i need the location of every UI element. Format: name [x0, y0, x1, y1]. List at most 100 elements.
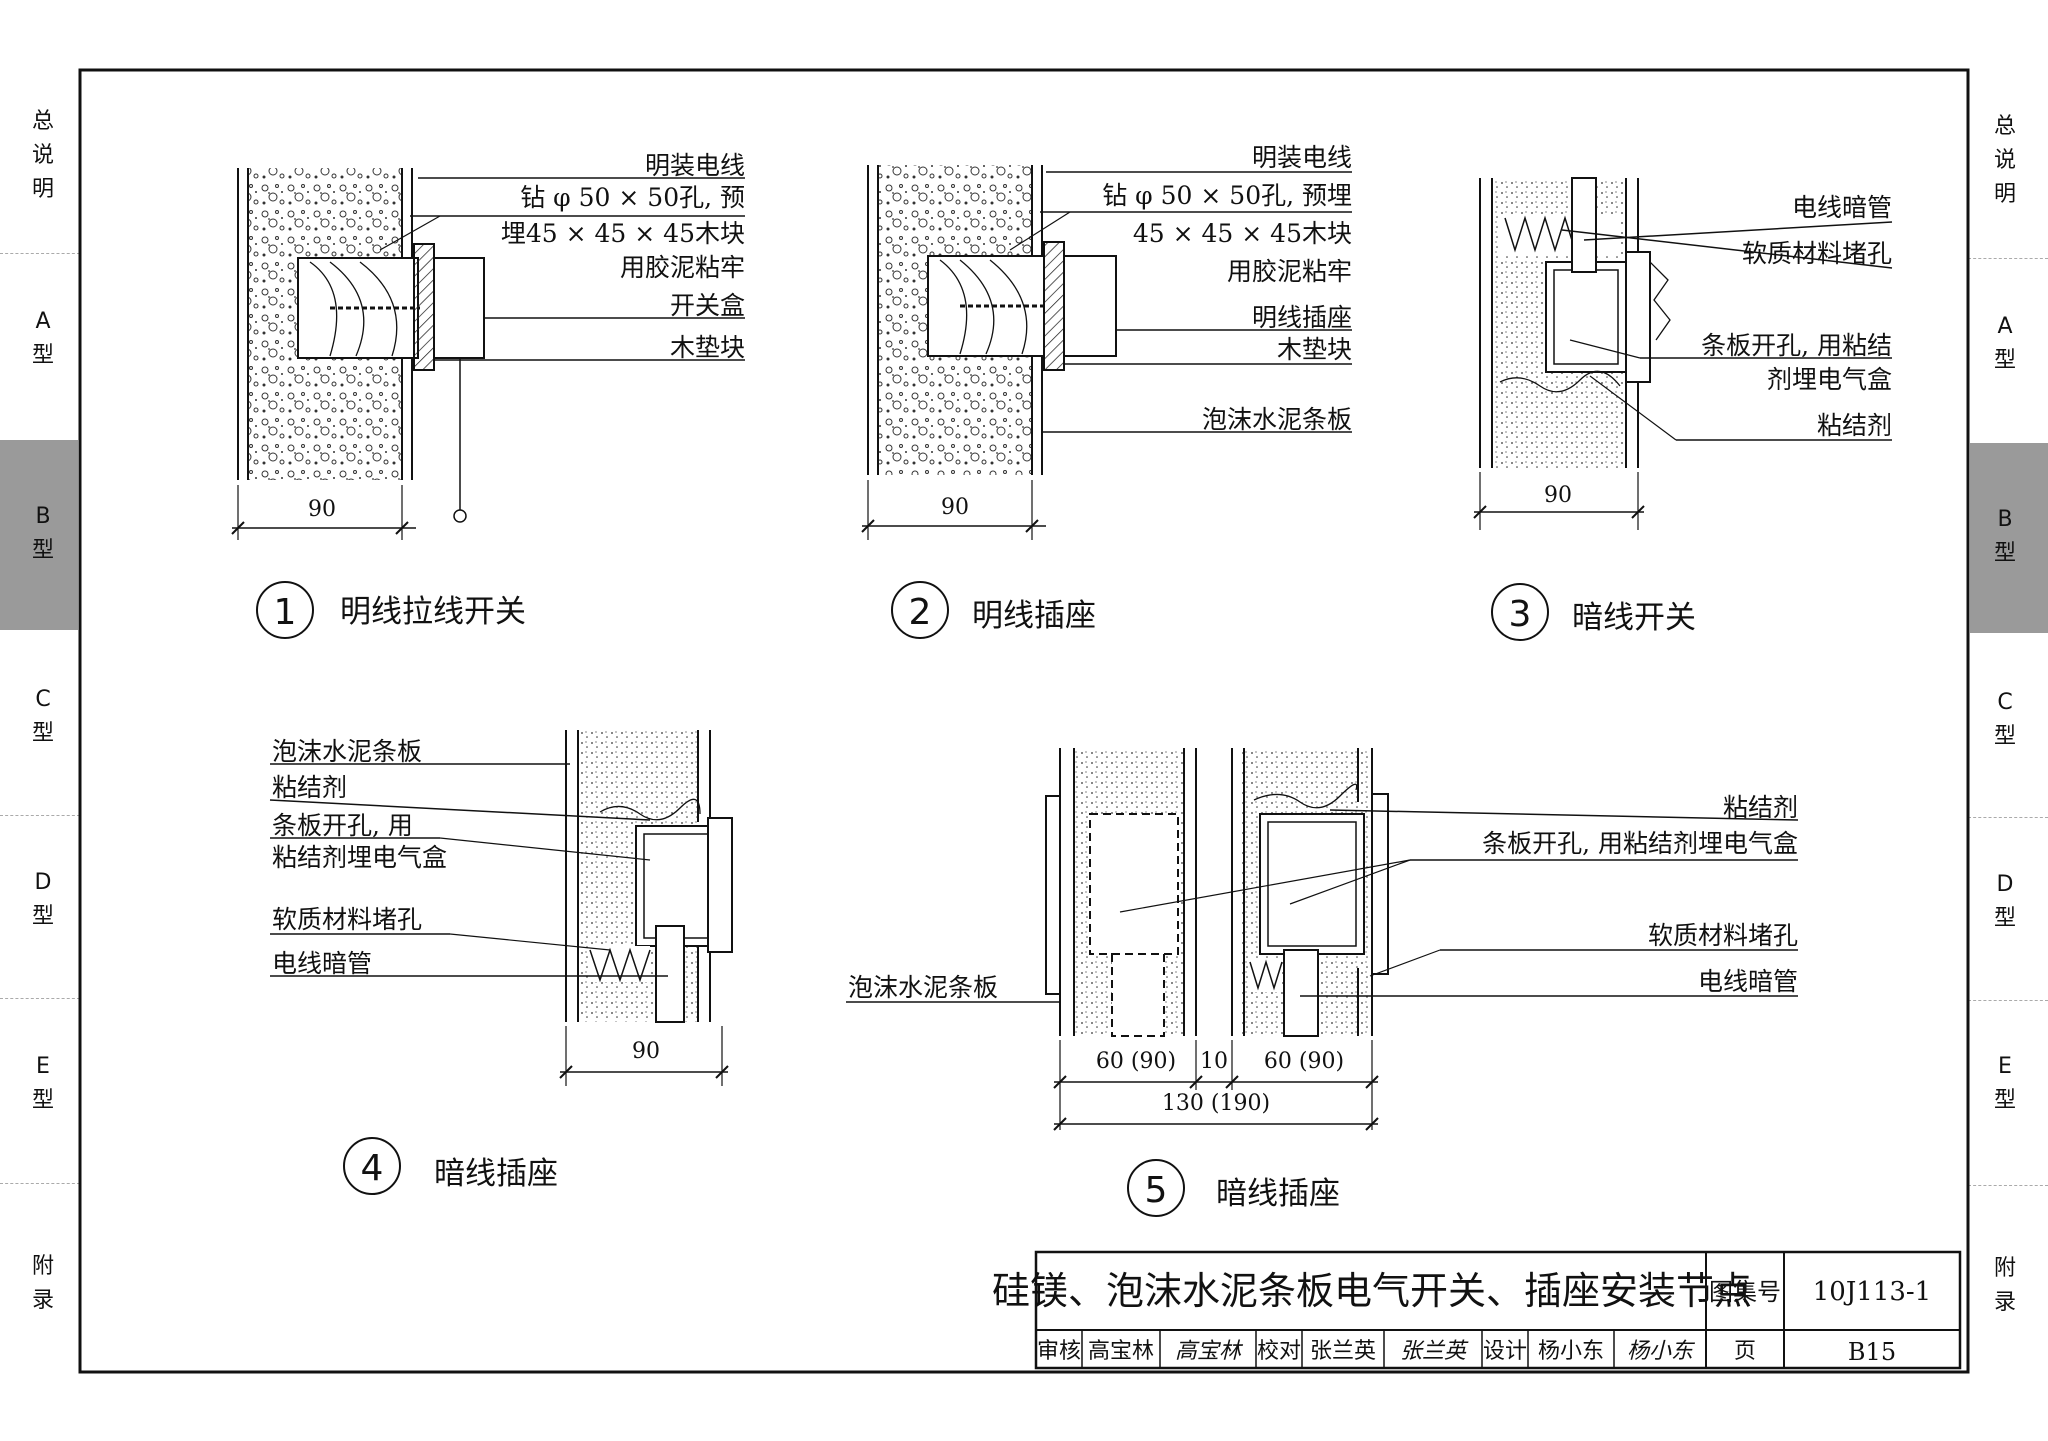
label: 电线暗管 [272, 949, 372, 978]
detail-number: 2 [909, 592, 932, 633]
page-label: 页 [1734, 1339, 1756, 1364]
reviewer-signature: 高宝林 [1175, 1339, 1244, 1364]
tab-type-c[interactable]: C 型 [8, 683, 78, 751]
tab-char: E [1998, 1054, 2012, 1079]
dimension-label: 60 (90) [1264, 1049, 1344, 1074]
detail-number-circle [343, 1137, 401, 1195]
designer-name: 杨小东 [1538, 1339, 1604, 1364]
conduit [1283, 949, 1319, 1037]
detail-number-circle [1491, 583, 1549, 641]
design-label: 设计 [1483, 1339, 1527, 1364]
dimension-label: 90 [1544, 483, 1572, 508]
tab-char: 说 [1993, 148, 2016, 173]
conduit [1571, 177, 1597, 273]
label: 明线插座 [1252, 303, 1352, 332]
tab-char: 型 [1993, 1088, 2016, 1113]
tab-type-b[interactable]: B 型 [1970, 503, 2040, 571]
tab-char: 型 [1993, 348, 2016, 373]
checker-signature: 张兰英 [1400, 1339, 1469, 1364]
label: 钻 φ 50 × 50孔, 预 [520, 183, 745, 212]
soft-plug [589, 947, 651, 983]
tab-general[interactable]: 总 说 明 [1970, 110, 2040, 212]
label: 木垫块 [670, 333, 745, 362]
detail-caption: 暗线开关 [1572, 600, 1696, 636]
tab-char: 总 [31, 109, 54, 134]
detail-caption: 暗线插座 [434, 1156, 558, 1192]
label: 泡沫水泥条板 [1202, 405, 1352, 434]
label: 钻 φ 50 × 50孔, 预埋 [1102, 181, 1352, 210]
checker-name: 张兰英 [1310, 1339, 1376, 1364]
label: 明装电线 [1252, 143, 1352, 172]
tab-char: B [1997, 507, 2013, 532]
sheet-frame [78, 68, 1970, 1374]
tab-char: 型 [31, 1088, 54, 1113]
dimension-label: 10 [1200, 1049, 1228, 1074]
label: 45 × 45 × 45木块 [1133, 219, 1352, 248]
tab-type-e[interactable]: E 型 [1970, 1050, 2040, 1118]
tab-char: A [35, 309, 51, 334]
detail-number-circle [256, 581, 314, 639]
label: 明装电线 [645, 151, 745, 180]
tab-general[interactable]: 总 说 明 [8, 105, 78, 207]
atlas-label: 图集号 [1709, 1278, 1781, 1306]
tab-type-d[interactable]: D 型 [8, 866, 78, 934]
tab-appendix[interactable]: 附 录 [8, 1250, 78, 1318]
tab-char: 明 [31, 177, 54, 202]
label: 软质材料堵孔 [272, 905, 422, 934]
dimension-label: 90 [941, 495, 969, 520]
active-tab-highlight-left [0, 440, 78, 630]
tab-char: 型 [1993, 724, 2016, 749]
label: 粘结剂 [272, 773, 347, 802]
label: 粘结剂 [1817, 411, 1892, 440]
label: 条板开孔, 用粘结剂埋电气盒 [1482, 829, 1798, 858]
tab-char: 型 [31, 721, 54, 746]
cover-plate [707, 817, 733, 953]
tab-char: 型 [31, 343, 54, 368]
detail-number: 5 [1145, 1170, 1168, 1211]
tab-type-b[interactable]: B 型 [8, 500, 78, 568]
active-tab-highlight-right [1970, 443, 2048, 633]
label: 开关盒 [670, 291, 745, 320]
label: 电线暗管 [1698, 967, 1798, 996]
tab-char: B [35, 504, 51, 529]
detail-number-circle [1127, 1159, 1185, 1217]
tab-char: 型 [1993, 906, 2016, 931]
reviewer-name: 高宝林 [1088, 1339, 1154, 1364]
conduit-hidden [1111, 953, 1165, 1037]
wood-pad [413, 243, 435, 371]
label: 粘结剂埋电气盒 [272, 843, 447, 872]
detail-1: 明装电线 钻 φ 50 × 50孔, 预 埋45 × 45 × 45木块 用胶泥… [231, 151, 745, 639]
tab-char: 录 [31, 1288, 54, 1313]
soft-plug [1249, 959, 1283, 991]
tab-char: D [34, 870, 52, 895]
detail-number: 4 [361, 1148, 384, 1189]
tab-type-a[interactable]: A 型 [8, 305, 78, 373]
tab-char: 附 [1993, 1256, 2016, 1281]
designer-signature: 杨小东 [1627, 1339, 1696, 1364]
atlas-number: 10J113-1 [1813, 1277, 1931, 1307]
tab-type-a[interactable]: A 型 [1970, 310, 2040, 378]
check-label: 校对 [1257, 1339, 1301, 1364]
cover-plate [1371, 793, 1389, 975]
tab-type-c[interactable]: C 型 [1970, 686, 2040, 754]
dimension-label: 60 (90) [1096, 1049, 1176, 1074]
tab-type-e[interactable]: E 型 [8, 1050, 78, 1118]
conduit [655, 925, 685, 1023]
detail-caption: 暗线插座 [1216, 1176, 1340, 1212]
tab-type-d[interactable]: D 型 [1970, 868, 2040, 936]
detail-number: 1 [274, 592, 297, 633]
label: 泡沫水泥条板 [272, 737, 422, 766]
label: 粘结剂 [1723, 793, 1798, 822]
label: 剂埋电气盒 [1767, 365, 1892, 394]
dimension-label: 90 [632, 1039, 660, 1064]
tab-char: C [35, 687, 51, 712]
switch-box [433, 257, 485, 359]
dimension-label: 130 (190) [1162, 1091, 1270, 1116]
tab-char: 型 [31, 538, 54, 563]
tab-char: 明 [1993, 182, 2016, 207]
label: 木垫块 [1277, 335, 1352, 364]
tab-appendix[interactable]: 附 录 [1970, 1252, 2040, 1320]
tab-char: A [1997, 314, 2013, 339]
soft-plug [1504, 215, 1576, 253]
